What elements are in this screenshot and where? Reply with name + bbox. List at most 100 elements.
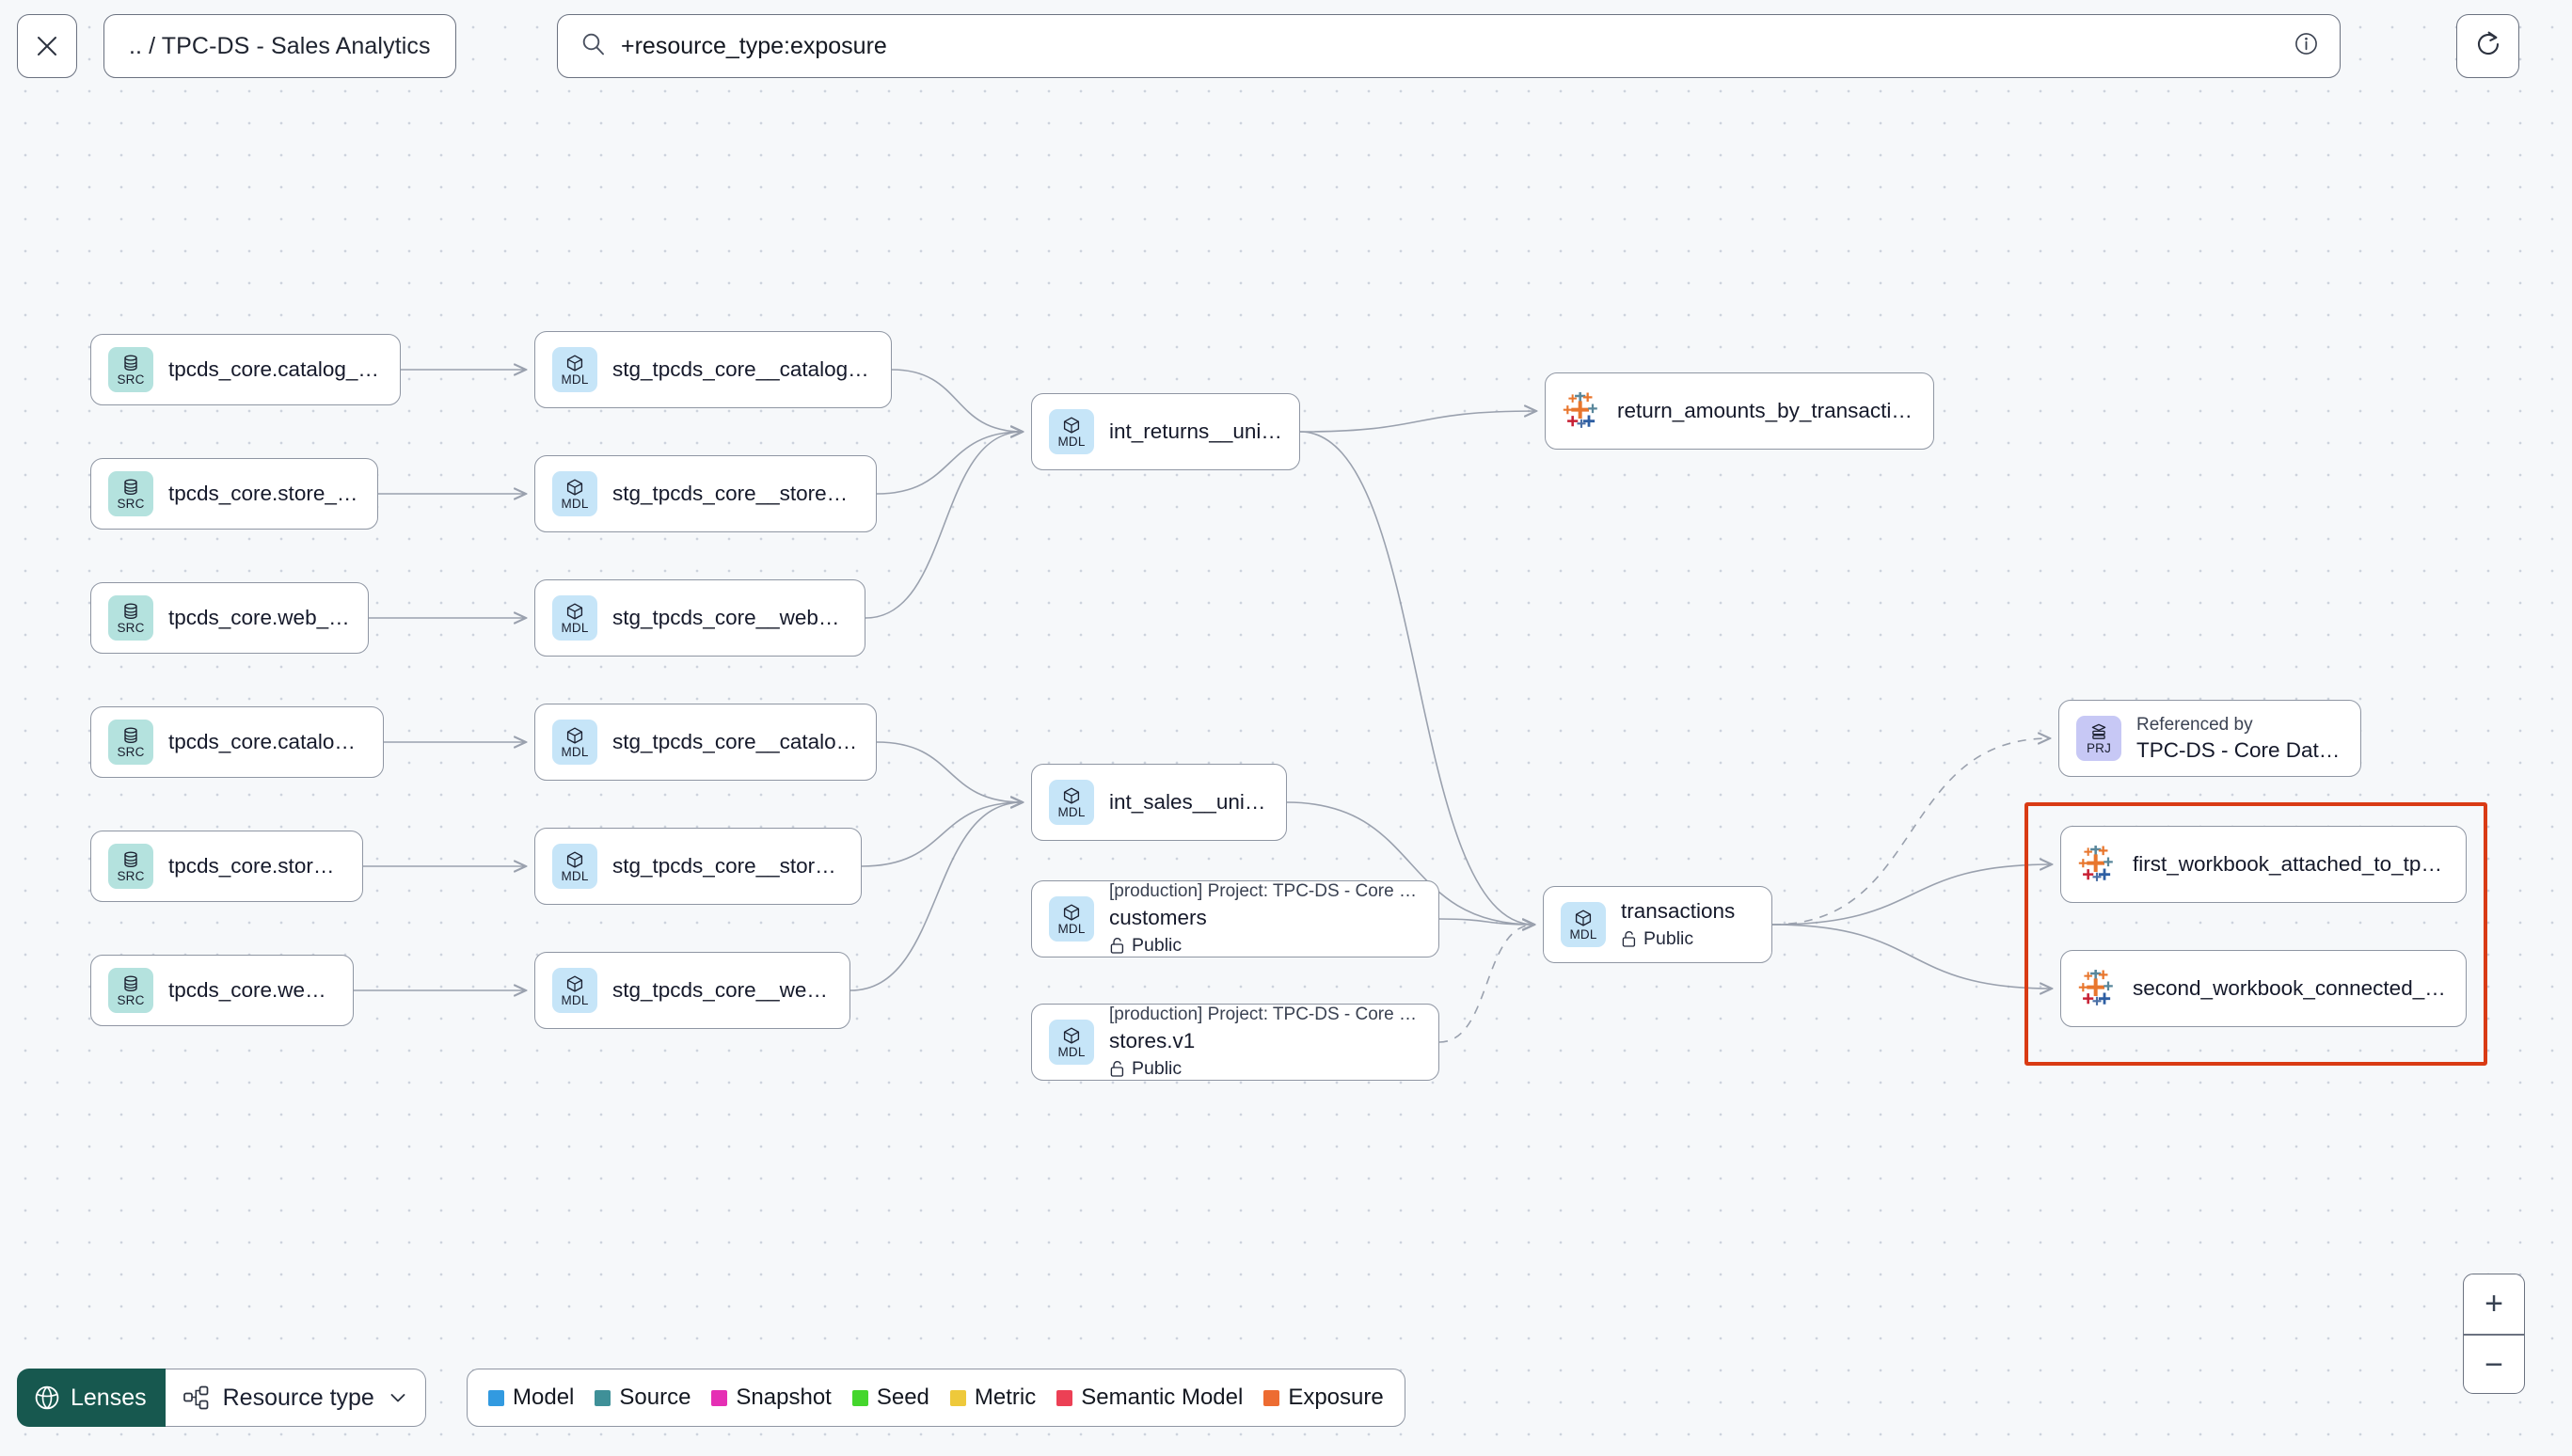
graph-node-src_catalog_sales[interactable]: SRC tpcds_core.catalog_sales [90, 706, 384, 778]
graph-node-stg_store_returns[interactable]: MDL stg_tpcds_core__store_returns [534, 455, 877, 532]
refresh-icon [2473, 29, 2503, 64]
node-project-label: [production] Project: TPC-DS - Core Data… [1109, 880, 1421, 901]
node-body: [production] Project: TPC-DS - Core Data… [1109, 1003, 1421, 1082]
node-body: stg_tpcds_core__catalog_returns [612, 356, 874, 383]
node-title: tpcds_core.store_sales [168, 854, 345, 878]
node-type-badge-label: MDL [561, 744, 589, 759]
node-title: stg_tpcds_core__store_sales [612, 854, 844, 878]
node-title: stg_tpcds_core__web_sales [612, 978, 833, 1003]
legend-label: Exposure [1288, 1385, 1384, 1410]
graph-node-stores_v1[interactable]: MDL [production] Project: TPC-DS - Core D… [1031, 1004, 1439, 1081]
node-type-badge-mdl: MDL [552, 968, 597, 1013]
zoom-out-button[interactable]: − [2485, 1346, 2503, 1383]
graph-edge-int_returns_unioned-to-transactions [1299, 431, 1534, 925]
resource-type-dropdown[interactable]: Resource type [165, 1369, 426, 1427]
node-visibility: Public [1621, 926, 1754, 952]
node-body: stg_tpcds_core__web_sales [612, 976, 833, 1004]
graph-node-stg_web_sales[interactable]: MDL stg_tpcds_core__web_sales [534, 952, 850, 1029]
node-title: transactions [1621, 898, 1736, 923]
node-type-badge-mdl: MDL [1049, 1020, 1094, 1065]
node-body: stg_tpcds_core__web_returns [612, 604, 848, 631]
project-stack-icon [2089, 722, 2108, 742]
cube-icon [1574, 909, 1593, 928]
legend-label: Semantic Model [1081, 1385, 1244, 1410]
node-type-badge-src: SRC [108, 347, 153, 392]
node-type-badge-label: SRC [117, 372, 145, 387]
legend-swatch [949, 1389, 966, 1406]
graph-edge-stg_catalog_returns-to-int_returns_unioned [891, 369, 1023, 432]
top-toolbar: .. / TPC-DS - Sales Analytics +resource_… [0, 0, 2572, 111]
lens-toolbar: Lenses Resource type [17, 1369, 426, 1427]
node-type-badge-mdl: MDL [1561, 902, 1606, 947]
search-input[interactable]: +resource_type:exposure [621, 32, 887, 59]
graph-node-src_catalog_returns[interactable]: SRC tpcds_core.catalog_returns [90, 334, 401, 405]
node-title: return_amounts_by_transaction_type [1617, 399, 1916, 423]
node-visibility-label: Public [1643, 927, 1694, 949]
breadcrumb-label: .. / TPC-DS - Sales Analytics [129, 32, 431, 59]
node-title: tpcds_core.catalog_returns [168, 357, 383, 382]
graph-edge-int_returns_unioned-to-return_amounts [1299, 411, 1536, 433]
graph-edge-transactions-to-first_workbook [1771, 864, 2052, 926]
database-icon [121, 974, 140, 994]
zoom-in-button[interactable]: + [2485, 1286, 2503, 1321]
search-bar[interactable]: +resource_type:exposure [557, 14, 2341, 78]
legend-item-metric[interactable]: Metric [949, 1385, 1036, 1411]
database-icon [121, 478, 140, 498]
node-type-badge-src: SRC [108, 595, 153, 641]
graph-edge-stg_web_sales-to-int_sales_unioned [849, 802, 1023, 991]
node-type-badge-mdl: MDL [1049, 896, 1094, 942]
node-body: tpcds_core.web_sales [168, 976, 336, 1004]
node-type-badge-mdl: MDL [552, 471, 597, 516]
node-visibility: Public [1109, 933, 1421, 958]
legend-item-source[interactable]: Source [595, 1385, 691, 1411]
node-body: first_workbook_attached_to_tpc-ds_-_… [2133, 850, 2449, 878]
graph-node-stg_catalog_sales[interactable]: MDL stg_tpcds_core__catalog_sales [534, 704, 877, 781]
node-type-badge-src: SRC [108, 720, 153, 765]
close-button[interactable] [17, 14, 77, 78]
zoom-controls: + − [2463, 1274, 2525, 1394]
node-title: stg_tpcds_core__catalog_sales [612, 730, 859, 754]
node-type-badge-label: SRC [117, 620, 145, 635]
graph-node-second_workbook[interactable]: second_workbook_connected_to_live… [2060, 950, 2467, 1027]
legend-swatch [1263, 1389, 1280, 1406]
legend-item-snapshot[interactable]: Snapshot [711, 1385, 832, 1411]
node-title: second_workbook_connected_to_live… [2133, 976, 2449, 1001]
node-project-label: [production] Project: TPC-DS - Core Data… [1109, 1004, 1421, 1024]
node-type-badge-label: MDL [1057, 1044, 1086, 1059]
legend-item-seed[interactable]: Seed [851, 1385, 929, 1411]
nodes-icon [183, 1385, 210, 1412]
node-body: tpcds_core.catalog_sales [168, 728, 366, 755]
graph-edge-stg_store_sales-to-int_sales_unioned [861, 802, 1023, 867]
lenses-button[interactable]: Lenses [17, 1369, 166, 1427]
node-type-badge-mdl: MDL [552, 720, 597, 765]
node-title: stg_tpcds_core__store_returns [612, 482, 859, 506]
legend-item-semantic-model[interactable]: Semantic Model [1056, 1385, 1243, 1411]
node-title: tpcds_core.store_returns [168, 482, 360, 506]
graph-node-src_web_sales[interactable]: SRC tpcds_core.web_sales [90, 955, 354, 1026]
search-icon [580, 31, 606, 61]
graph-node-customers[interactable]: MDL [production] Project: TPC-DS - Core D… [1031, 880, 1439, 957]
legend-item-model[interactable]: Model [488, 1385, 574, 1411]
lenses-label: Lenses [71, 1384, 147, 1411]
graph-node-first_workbook[interactable]: first_workbook_attached_to_tpc-ds_-_… [2060, 826, 2467, 903]
legend-item-exposure[interactable]: Exposure [1263, 1385, 1384, 1411]
graph-node-return_amounts[interactable]: return_amounts_by_transaction_type [1545, 372, 1934, 450]
breadcrumb[interactable]: .. / TPC-DS - Sales Analytics [103, 14, 456, 78]
node-type-badge-src: SRC [108, 968, 153, 1013]
info-icon[interactable] [2294, 31, 2319, 61]
refresh-button[interactable] [2456, 14, 2519, 78]
legend-swatch [1056, 1389, 1073, 1406]
cube-icon [565, 726, 584, 746]
